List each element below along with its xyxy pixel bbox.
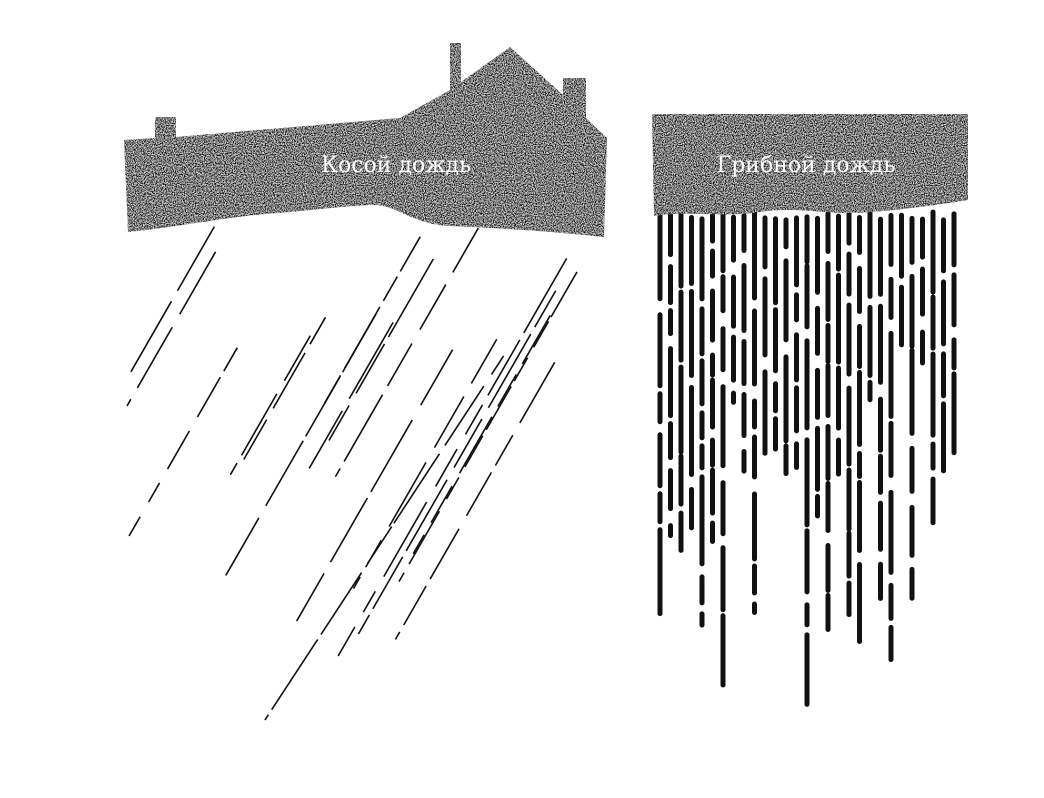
rain-streak [126,251,217,407]
rain-streak [337,257,568,657]
rain-streak [328,258,435,441]
rain-streak [323,236,421,404]
rain-streak [405,314,551,568]
rain-streak [130,226,216,373]
rain-streak [264,355,505,721]
mushroom-rain-label: Грибной дождь [717,153,896,178]
rain-streak [394,361,556,640]
slanted-rain-lines [126,226,578,721]
slanted-rain-panel: Косой дождь [124,43,607,721]
mushroom-rain-lines [657,209,957,707]
rain-streak [398,271,578,583]
house-silhouette [124,43,607,237]
rain-streak [357,290,557,635]
rain-streak [239,316,327,466]
rain-streak [334,227,479,478]
rain-streak [290,349,454,631]
slanted-rain-label: Косой дождь [321,153,471,178]
cloud-block [652,114,968,216]
mushroom-rain-panel: Грибной дождь [652,114,968,707]
rain-streak [308,322,394,469]
rain-streak [128,347,238,537]
rain-streak [352,338,498,589]
rain-streak [229,335,311,476]
